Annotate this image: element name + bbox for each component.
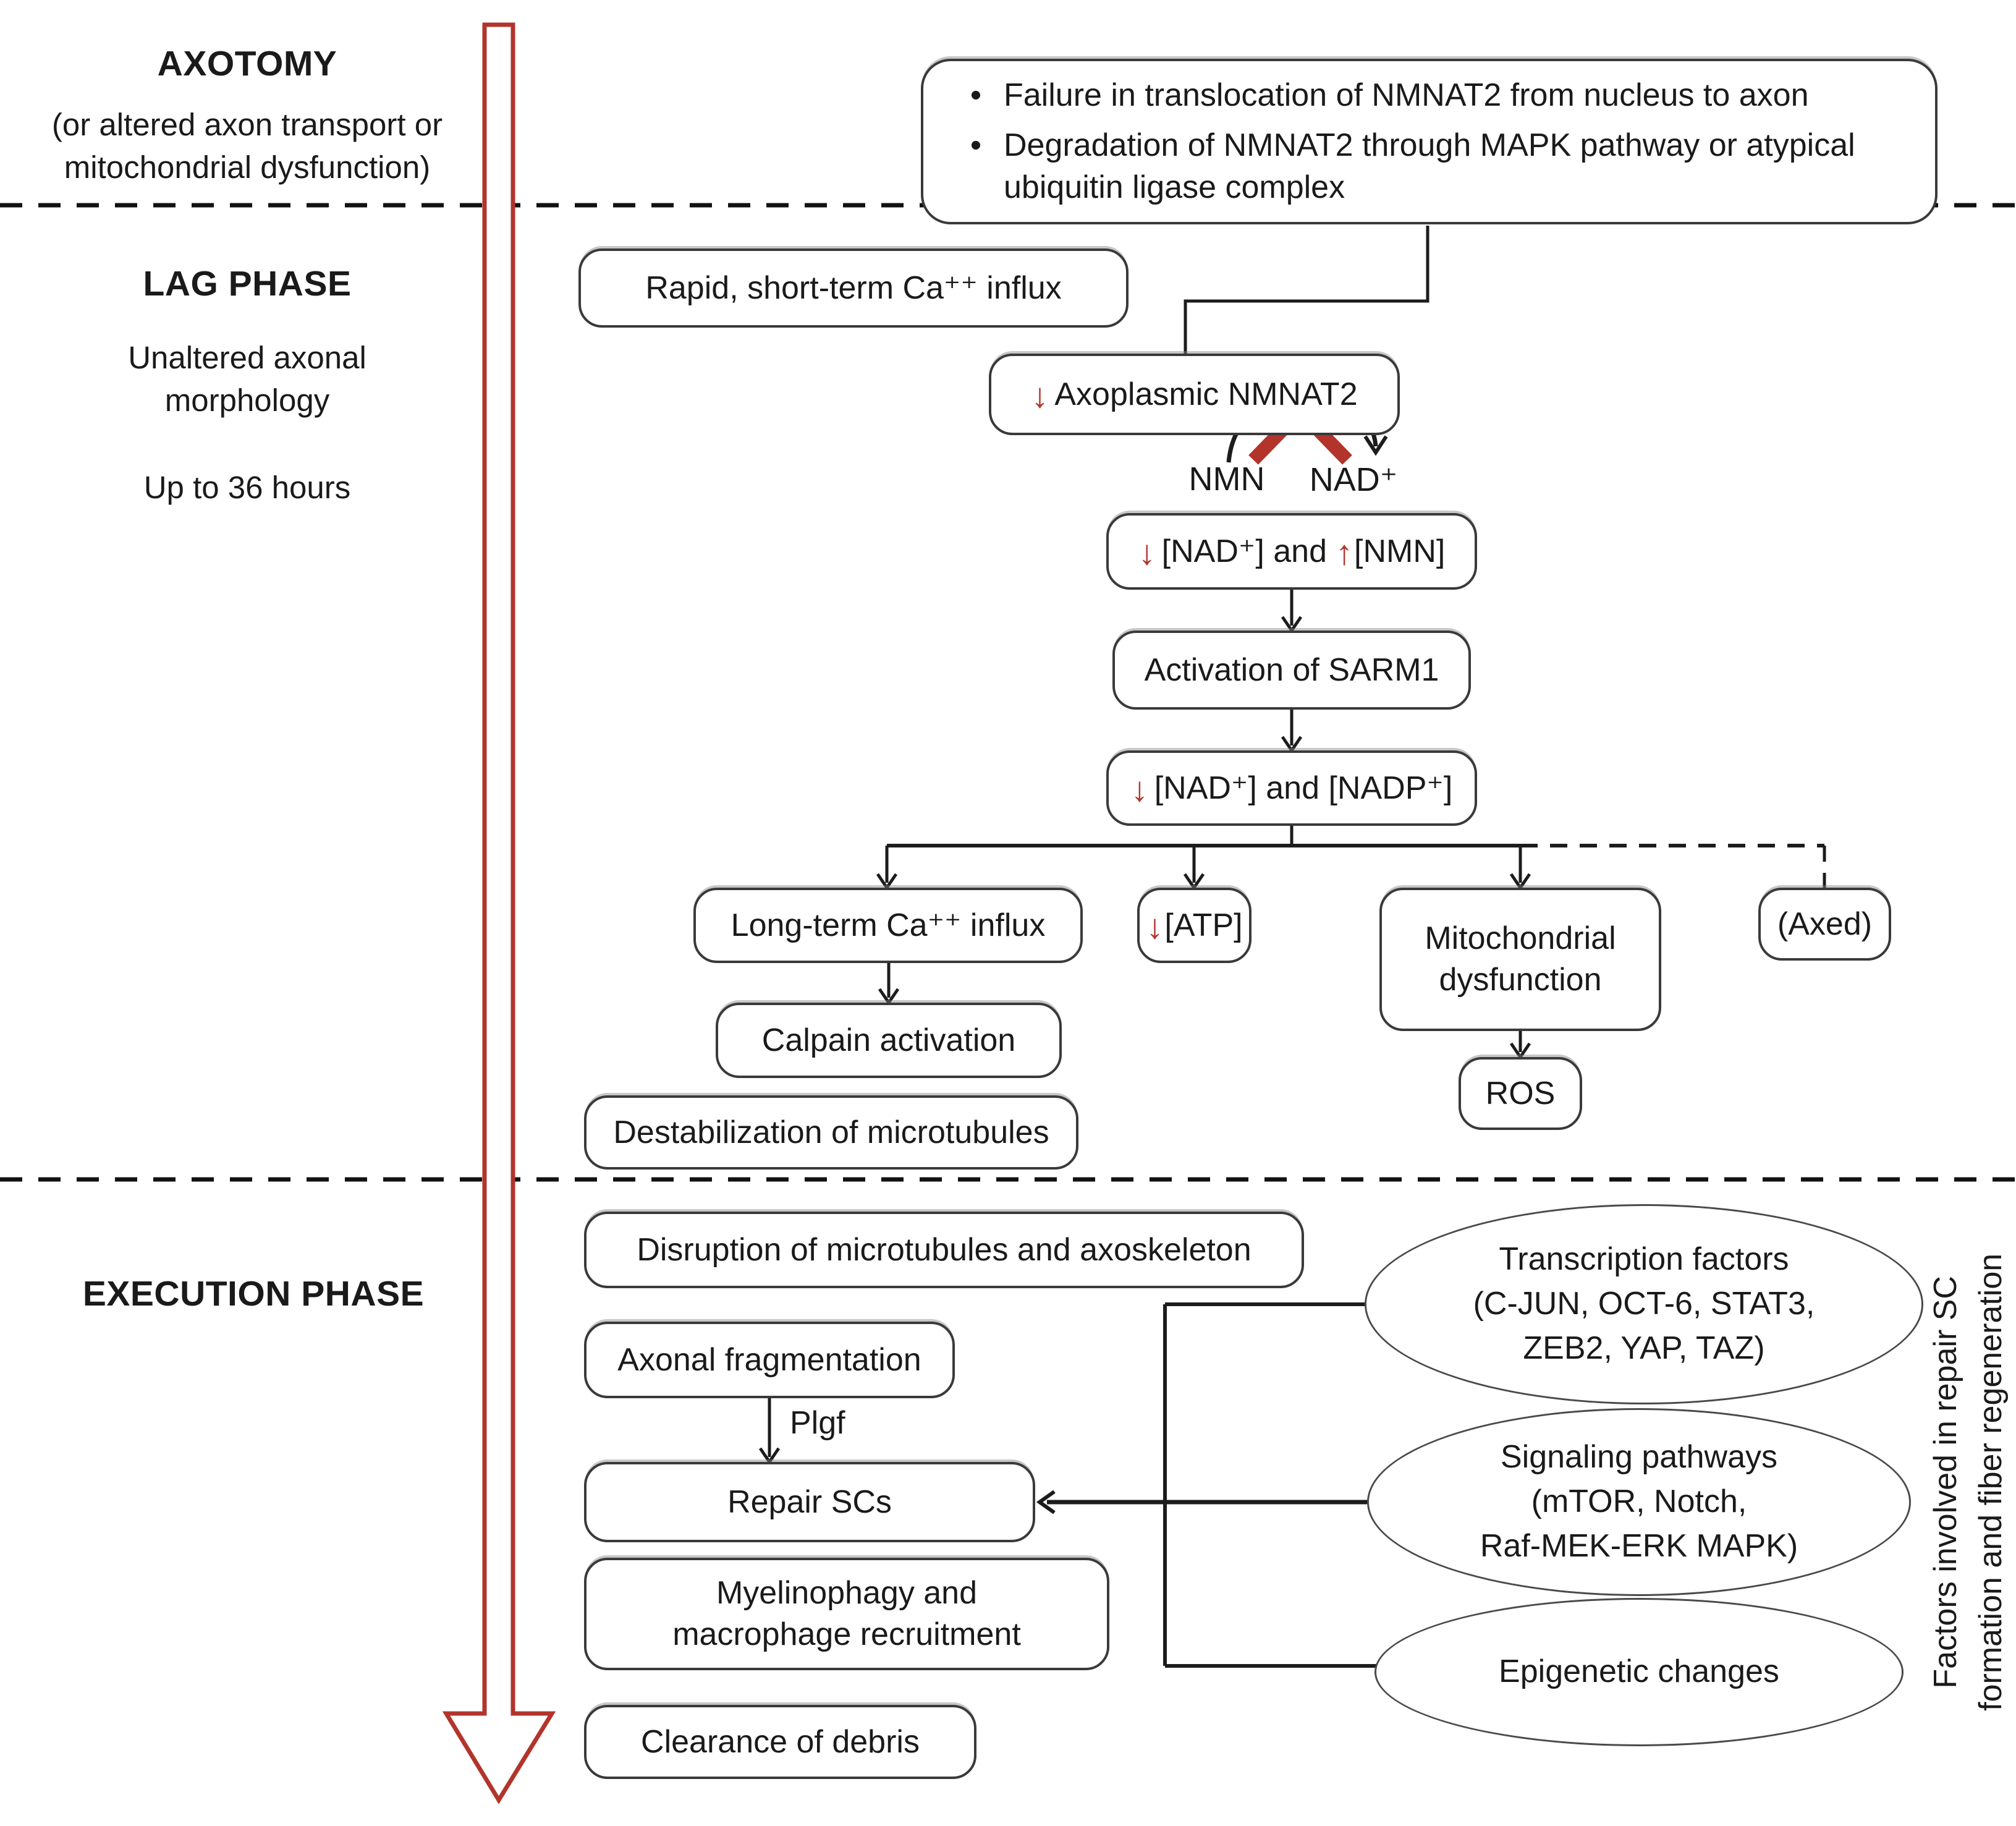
calpain-activation-box: Calpain activation [716,1003,1062,1078]
axoplasmic-nmnat2-box: ↓ Axoplasmic NMNAT2 [989,354,1400,435]
lag-phase-note-hours: Up to 36 hours [143,470,351,505]
ros-box: ROS [1459,1057,1582,1130]
sarm1-activation-text: Activation of SARM1 [1144,652,1439,688]
lag-phase-label: LAG PHASE [19,252,476,315]
decrease-arrow-icon: ↓ [1138,533,1156,572]
axotomy-title: AXOTOMY [157,44,337,83]
execution-phase-title: EXECUTION PHASE [82,1274,425,1314]
disruption-box: Disruption of microtubules and axoskelet… [584,1212,1304,1288]
nmnat2-causes-list: • Failure in translocation of NMNAT2 fro… [948,75,1910,209]
execution-phase-label: EXECUTION PHASE [25,1262,482,1325]
bullet-icon: • [970,127,982,164]
ros-text: ROS [1485,1075,1556,1111]
axed-text: (Axed) [1777,906,1873,942]
nmnat2-causes-box: • Failure in translocation of NMNAT2 fro… [921,59,1938,224]
axoplasmic-nmnat2-text: Axoplasmic NMNAT2 [1054,376,1358,412]
cause-text-2: Degradation of NMNAT2 through MAPK pathw… [1004,127,1855,205]
decrease-arrow-icon: ↓ [1146,907,1164,946]
axed-box: (Axed) [1758,888,1891,961]
nad-label: NAD⁺ [1309,461,1398,498]
nad-nadp-text: [NAD⁺] and [NADP⁺] [1154,770,1453,806]
list-item: • Failure in translocation of NMNAT2 fro… [948,75,1910,117]
signaling-pathways-ellipse: Signaling pathways (mTOR, Notch, Raf-MEK… [1367,1408,1911,1596]
epigenetic-changes-text: Epigenetic changes [1499,1654,1779,1690]
longterm-ca-influx-text: Long-term Ca⁺⁺ influx [731,907,1046,943]
arrowhead-nad [1363,435,1388,456]
calpain-activation-text: Calpain activation [761,1022,1016,1058]
nmn-label: NMN [1188,461,1265,498]
clearance-box: Clearance of debris [584,1705,976,1779]
axotomy-phase-label: AXOTOMY (or altered axon transport or mi… [19,32,476,200]
increase-arrow-icon: ↑ [1336,533,1353,572]
transcription-factors-ellipse: Transcription factors (C-JUN, OCT-6, STA… [1365,1204,1923,1404]
disruption-text: Disruption of microtubules and axoskelet… [637,1231,1252,1268]
clearance-text: Clearance of debris [641,1723,920,1760]
rapid-ca-influx-box: Rapid, short-term Ca⁺⁺ influx [578,248,1129,328]
myelinophagy-text: Myelinophagy and macrophage recruitment [672,1575,1021,1652]
nad-text: [NAD⁺] and [1161,533,1327,569]
side-note-repair-factors: Factors involved in repair SC formation … [1928,1253,2009,1711]
axonal-fragmentation-box: Axonal fragmentation [584,1322,955,1398]
nmn-text: [NMN] [1354,533,1446,569]
destabilization-box: Destabilization of microtubules [584,1095,1078,1170]
atp-text: [ATP] [1164,907,1243,943]
transcription-factors-text: Transcription factors (C-JUN, OCT-6, STA… [1473,1241,1815,1366]
axonal-fragmentation-text: Axonal fragmentation [617,1341,921,1378]
nad-down-nmn-up-box: ↓ [NAD⁺] and ↑ [NMN] [1106,513,1477,590]
longterm-ca-influx-box: Long-term Ca⁺⁺ influx [693,888,1083,963]
list-item: • Degradation of NMNAT2 through MAPK pat… [948,125,1910,208]
myelinophagy-box: Myelinophagy and macrophage recruitment [584,1558,1109,1670]
epigenetic-changes-ellipse: Epigenetic changes [1374,1598,1904,1746]
nad-nadp-decrease-box: ↓ [NAD⁺] and [NADP⁺] [1106,750,1477,826]
mitochondrial-dysfunction-box: Mitochondrial dysfunction [1379,888,1661,1031]
bullet-icon: • [970,77,982,113]
arrowhead-repair-right [1036,1490,1056,1514]
destabilization-text: Destabilization of microtubules [613,1114,1049,1150]
axotomy-subtitle: (or altered axon transport or mitochondr… [51,107,443,185]
decrease-arrow-icon: ↓ [1130,770,1148,809]
lag-phase-note-morphology: Unaltered axonal morphology [128,340,366,418]
repair-scs-text: Repair SCs [727,1484,892,1520]
connector-causes-to-nmnat2 [1184,226,1429,366]
mitochondrial-dysfunction-text: Mitochondrial dysfunction [1425,920,1616,998]
decrease-arrow-icon: ↓ [1031,376,1049,415]
repair-scs-box: Repair SCs [584,1462,1035,1542]
plgf-label: Plgf [790,1405,845,1441]
atp-decrease-box: ↓ [ATP] [1137,888,1252,963]
signaling-pathways-text: Signaling pathways (mTOR, Notch, Raf-MEK… [1480,1439,1798,1564]
rapid-ca-influx-text: Rapid, short-term Ca⁺⁺ influx [645,270,1062,306]
cause-text-1: Failure in translocation of NMNAT2 from … [1004,77,1809,113]
sarm1-activation-box: Activation of SARM1 [1112,631,1471,710]
timeline-arrow [442,22,556,1804]
lag-phase-title: LAG PHASE [143,264,352,304]
